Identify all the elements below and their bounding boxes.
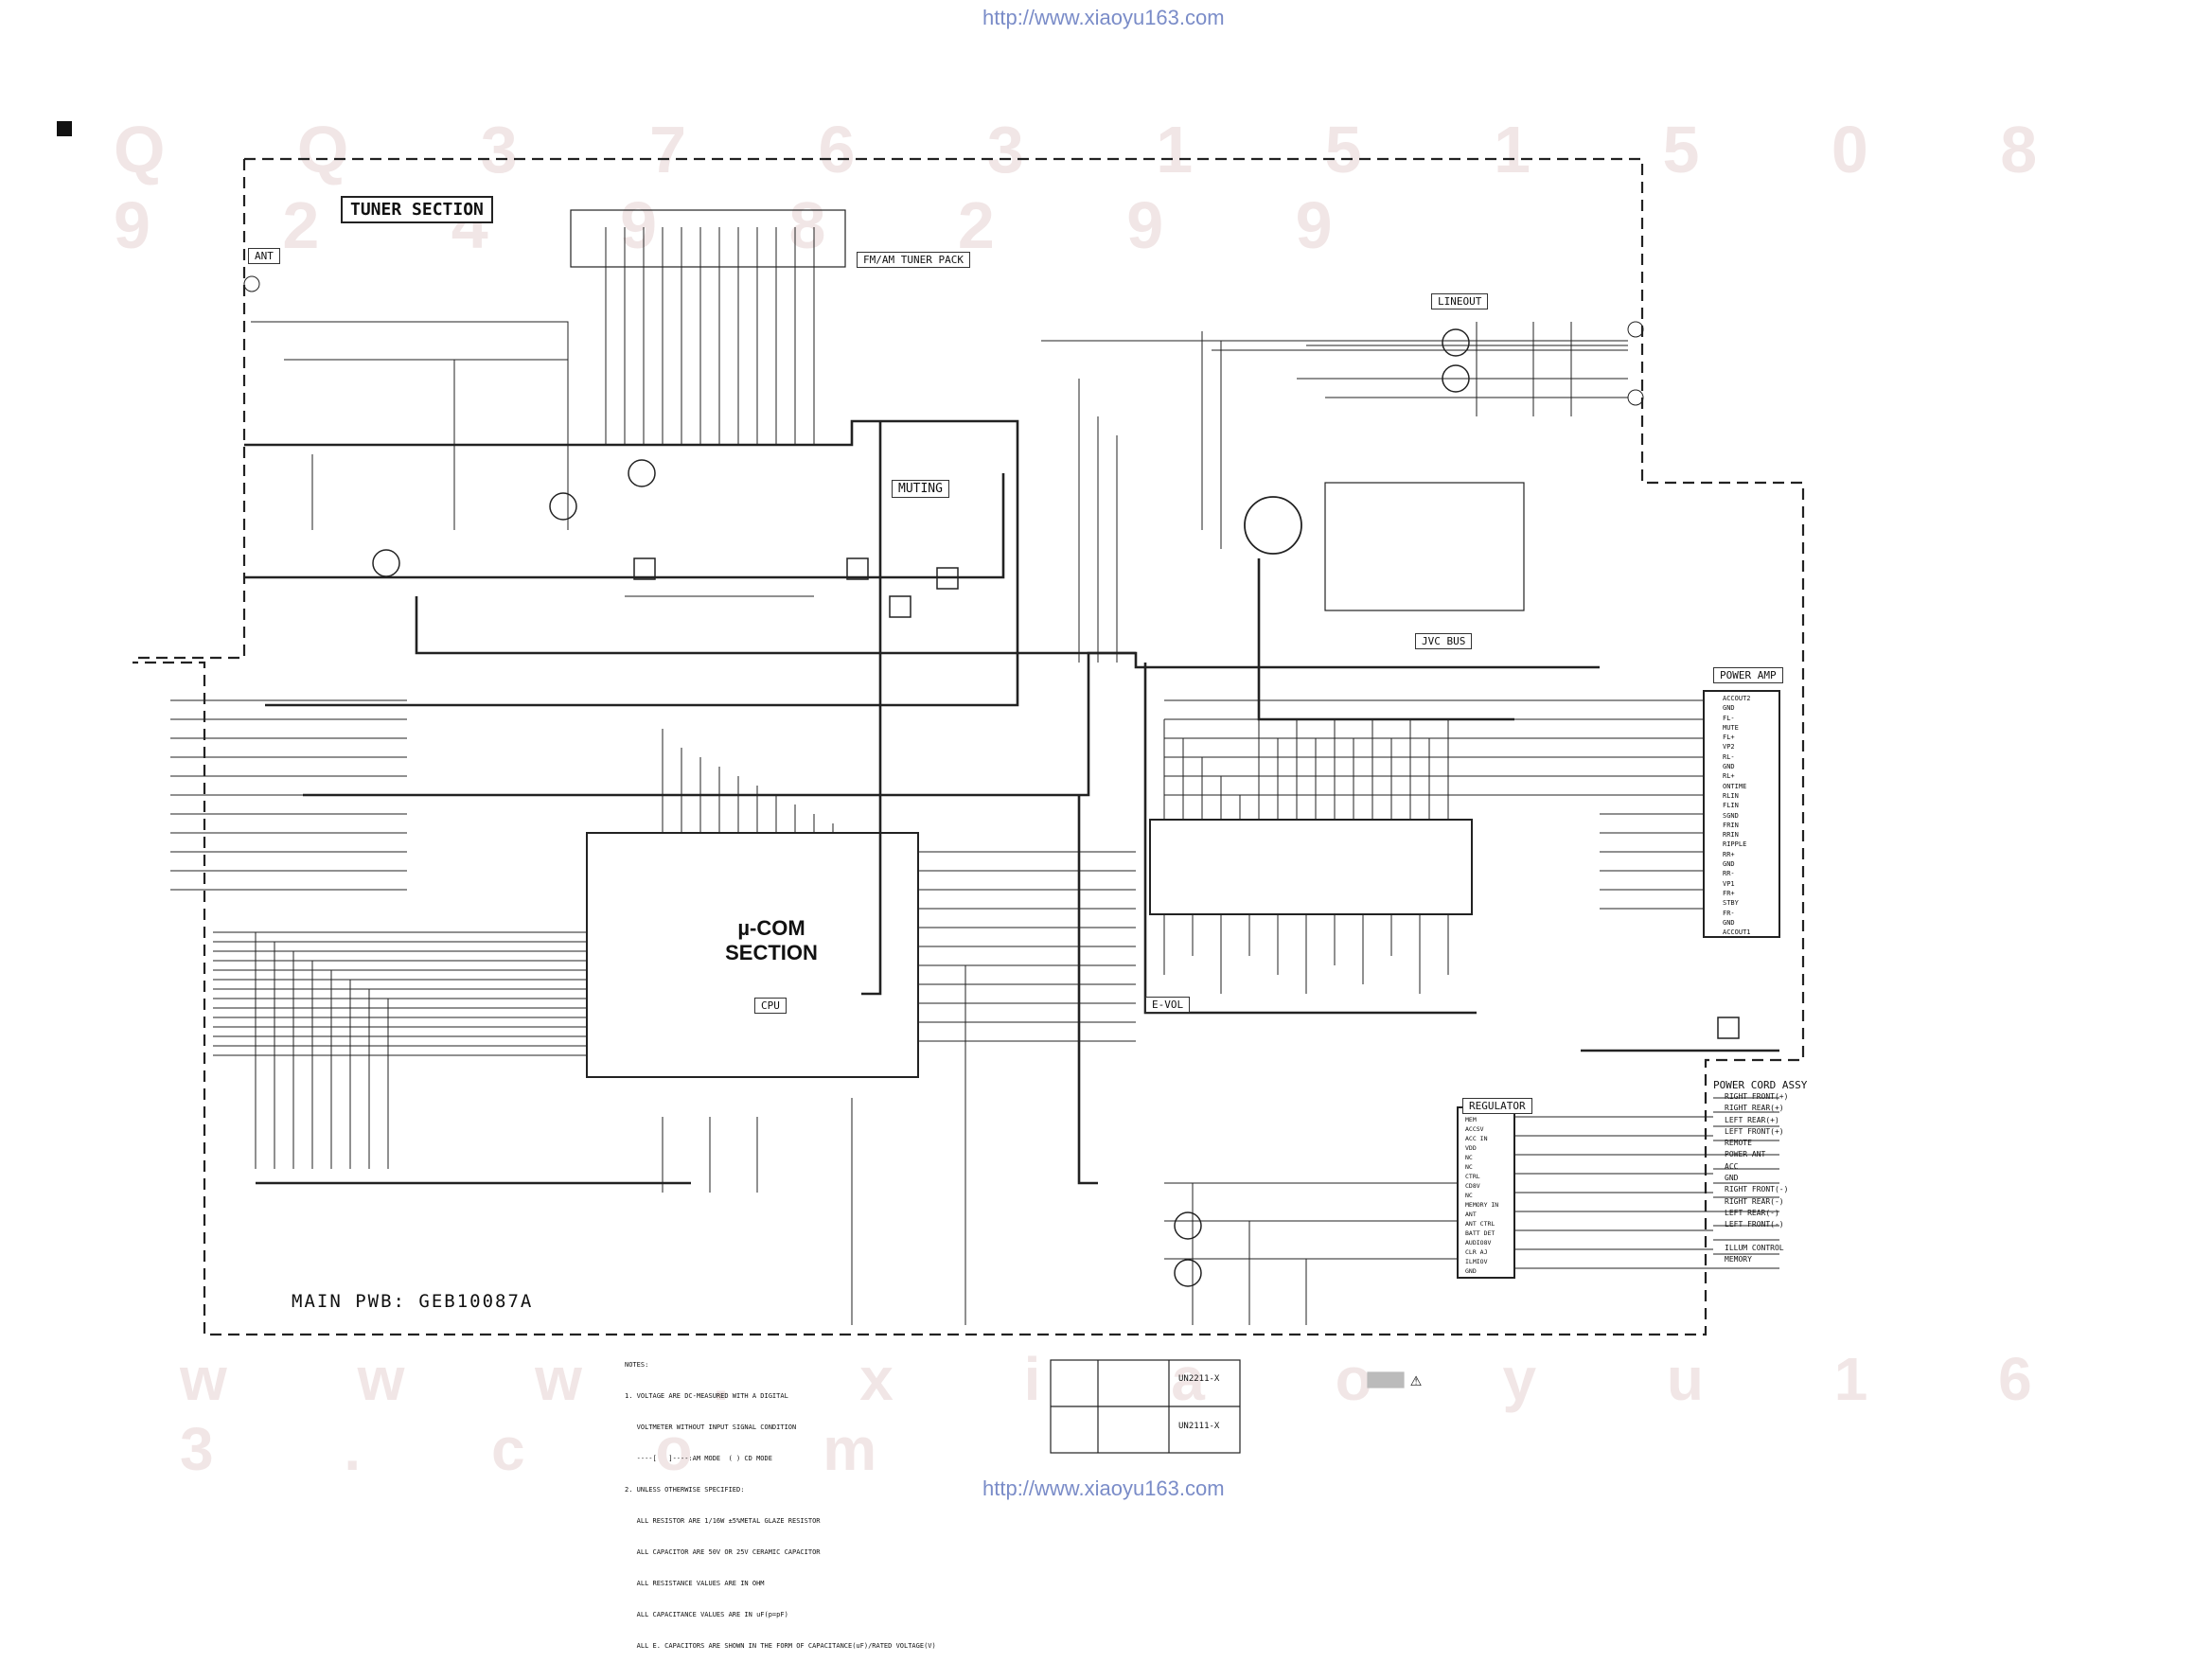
notes-block: NOTES: 1. VOLTAGE ARE DC-MEASURED WITH A… <box>625 1339 936 1662</box>
power-amp-pin: ONTIME <box>1723 782 1747 790</box>
power-amp-pin: RL- <box>1723 752 1735 761</box>
corner-marker <box>57 121 72 136</box>
power-cord-pin: ACC <box>1725 1161 1739 1171</box>
mucom-title-line2: SECTION <box>725 941 818 964</box>
tuner-pack-label: FM/AM TUNER PACK <box>857 252 970 268</box>
watermark-top: Q Q 3 7 6 3 1 5 1 5 0 8 9 2 4 9 8 2 9 9 <box>114 113 2095 262</box>
power-amp-pin: RL+ <box>1723 772 1735 781</box>
power-amp-pin: SGND <box>1723 811 1739 820</box>
power-cord-pin: RIGHT FRONT(-) <box>1725 1185 1789 1194</box>
power-cord-pin: GND <box>1725 1174 1739 1183</box>
power-amp-pin: FRIN <box>1723 821 1739 829</box>
note-line: ALL RESISTOR ARE 1/16W ±5%METAL GLAZE RE… <box>625 1517 821 1525</box>
regulator-pin: BATT DET <box>1465 1229 1495 1237</box>
transistor-legend-un2111: UN2111-X <box>1178 1422 1220 1431</box>
power-amp-pin: RLIN <box>1723 791 1739 800</box>
power-amp-pin: RIPPLE <box>1723 840 1747 849</box>
lineout-label: LINEOUT <box>1431 293 1489 309</box>
power-amp-pin: RRIN <box>1723 831 1739 840</box>
regulator-pin: CD8V <box>1465 1182 1480 1190</box>
regulator-label: REGULATOR <box>1462 1098 1532 1114</box>
regulator-pin: ANT <box>1465 1211 1477 1218</box>
power-amp-pin: ACCOUT2 <box>1723 695 1751 702</box>
regulator-pin-list: MEM ACCSV ACC IN VDD NC NC CTRL CD8V NC … <box>1465 1115 1498 1276</box>
e-vol-label: E-VOL <box>1145 997 1191 1013</box>
power-cord-pin: LEFT FRONT(+) <box>1725 1126 1784 1136</box>
note-line: ALL E. CAPACITORS ARE SHOWN IN THE FORM … <box>625 1642 936 1650</box>
note-line: VOLTMETER WITHOUT INPUT SIGNAL CONDITION <box>625 1423 797 1431</box>
power-amp-pin: GND <box>1723 860 1735 869</box>
header-url[interactable]: http://www.xiaoyu163.com <box>982 6 1225 29</box>
regulator-pin: GND <box>1465 1267 1477 1275</box>
note-line: ----[ ]----:AM MODE ( ) CD MODE <box>625 1455 772 1462</box>
power-cord-pin <box>1725 1231 1788 1243</box>
schematic-wiring <box>133 157 1805 1454</box>
power-amp-pin: MUTE <box>1723 723 1739 732</box>
mucom-section-title: µ-COM SECTION <box>705 916 838 965</box>
power-amp-pin-list: ACCOUT2 GND FL- MUTE FL+ VP2 RL- GND RL+… <box>1723 694 1751 937</box>
tuner-section-label: TUNER SECTION <box>341 196 493 223</box>
footer-url[interactable]: http://www.xiaoyu163.com <box>982 1476 1225 1500</box>
power-amp-pin: FR+ <box>1723 889 1735 897</box>
power-cord-pin-list: RIGHT FRONT(+) RIGHT REAR(+) LEFT REAR(+… <box>1725 1091 1788 1265</box>
regulator-pin: AUDIO8V <box>1465 1239 1492 1246</box>
ant-label: ANT <box>248 248 280 264</box>
power-cord-pin: RIGHT FRONT(+) <box>1725 1092 1789 1101</box>
regulator-pin: MEM <box>1465 1116 1477 1123</box>
regulator-pin: CTRL <box>1465 1173 1480 1180</box>
power-cord-pin: LEFT FRONT(-) <box>1725 1220 1784 1229</box>
jvc-bus-label: JVC BUS <box>1415 633 1473 649</box>
note-line: 1. VOLTAGE ARE DC-MEASURED WITH A DIGITA… <box>625 1392 788 1400</box>
power-amp-pin: GND <box>1723 918 1735 927</box>
regulator-pin: VDD <box>1465 1144 1477 1152</box>
warning-icon: ⚠ <box>1410 1368 1423 1390</box>
power-cord-pin: POWER ANT <box>1725 1150 1766 1159</box>
power-amp-pin: FL- <box>1723 714 1735 722</box>
note-line: ALL RESISTANCE VALUES ARE IN OHM <box>625 1580 765 1587</box>
power-amp-pin: ACCOUT1 <box>1723 928 1751 937</box>
power-amp-label: POWER AMP <box>1713 667 1783 683</box>
power-amp-pin: GND <box>1723 763 1735 771</box>
regulator-pin: NC <box>1465 1163 1473 1171</box>
power-cord-pin: RIGHT REAR(+) <box>1725 1104 1784 1113</box>
power-cord-assy-label: POWER CORD ASSY <box>1713 1079 1808 1091</box>
regulator-pin: NC <box>1465 1192 1473 1199</box>
note-line: NOTES: <box>625 1361 649 1369</box>
main-pwb-label: MAIN PWB: GEB10087A <box>292 1291 534 1312</box>
power-amp-pin: VP2 <box>1723 743 1735 751</box>
regulator-pin: ACCSV <box>1465 1125 1484 1133</box>
watermark-bottom: w w w . x i a o y u 1 6 3 . c o m <box>180 1345 2089 1483</box>
regulator-pin: ANT CTRL <box>1465 1220 1495 1228</box>
power-amp-pin: RR+ <box>1723 850 1735 858</box>
power-cord-pin: REMOTE <box>1725 1139 1752 1148</box>
power-amp-pin: VP1 <box>1723 879 1735 888</box>
cpu-label: CPU <box>754 998 787 1014</box>
regulator-pin: MEMORY IN <box>1465 1201 1499 1209</box>
power-cord-pin: LEFT REAR(-) <box>1725 1208 1779 1217</box>
regulator-pin: CLR AJ <box>1465 1248 1488 1256</box>
regulator-pin: ILMIOV <box>1465 1258 1488 1265</box>
note-line: ALL CAPACITANCE VALUES ARE IN uF(p=pF) <box>625 1611 788 1618</box>
muting-label: MUTING <box>892 480 949 498</box>
power-amp-pin: FL+ <box>1723 734 1735 742</box>
power-amp-pin: STBY <box>1723 899 1739 908</box>
power-cord-pin: MEMORY <box>1725 1255 1752 1264</box>
note-line: ALL CAPACITOR ARE 50V OR 25V CERAMIC CAP… <box>625 1548 821 1556</box>
regulator-pin: NC <box>1465 1154 1473 1161</box>
regulator-pin: ACC IN <box>1465 1135 1488 1142</box>
note-line: 2. UNLESS OTHERWISE SPECIFIED: <box>625 1486 745 1494</box>
power-amp-pin: FLIN <box>1723 802 1739 810</box>
power-cord-pin: LEFT REAR(+) <box>1725 1115 1779 1124</box>
mucom-title-line1: µ-COM <box>737 916 805 940</box>
power-amp-pin: GND <box>1723 704 1735 713</box>
power-amp-pin: RR- <box>1723 870 1735 878</box>
transistor-legend-un2211: UN2211-X <box>1178 1374 1220 1384</box>
power-cord-pin: ILLUM CONTROL <box>1725 1243 1784 1252</box>
power-amp-pin: FR- <box>1723 909 1735 917</box>
power-cord-pin: RIGHT REAR(-) <box>1725 1196 1784 1206</box>
